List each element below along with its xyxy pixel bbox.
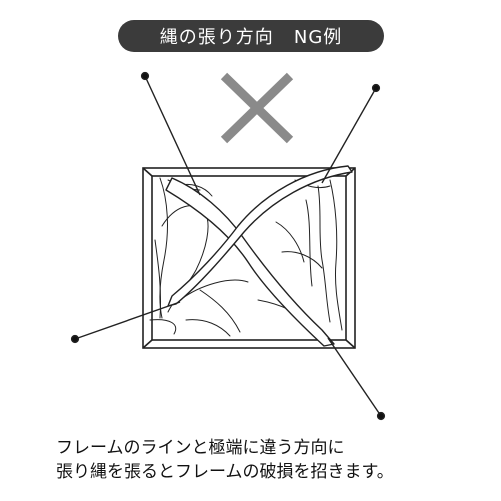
caption: フレームのラインと極端に違う方向に 張り縄を張るとフレームの破損を招きます。 xyxy=(56,436,496,484)
badge-title: 縄の張り方向 xyxy=(159,27,274,48)
x-mark-icon xyxy=(220,72,294,144)
caption-line-2: 張り縄を張るとフレームの破損を招きます。 xyxy=(56,462,394,482)
tension-ropes xyxy=(165,165,353,347)
caption-line-1: フレームのラインと極端に違う方向に xyxy=(56,438,345,458)
title-badge: 縄の張り方向 NG例 xyxy=(118,20,384,52)
leader-lines xyxy=(70,71,386,421)
badge-tag: NG例 xyxy=(293,27,343,48)
